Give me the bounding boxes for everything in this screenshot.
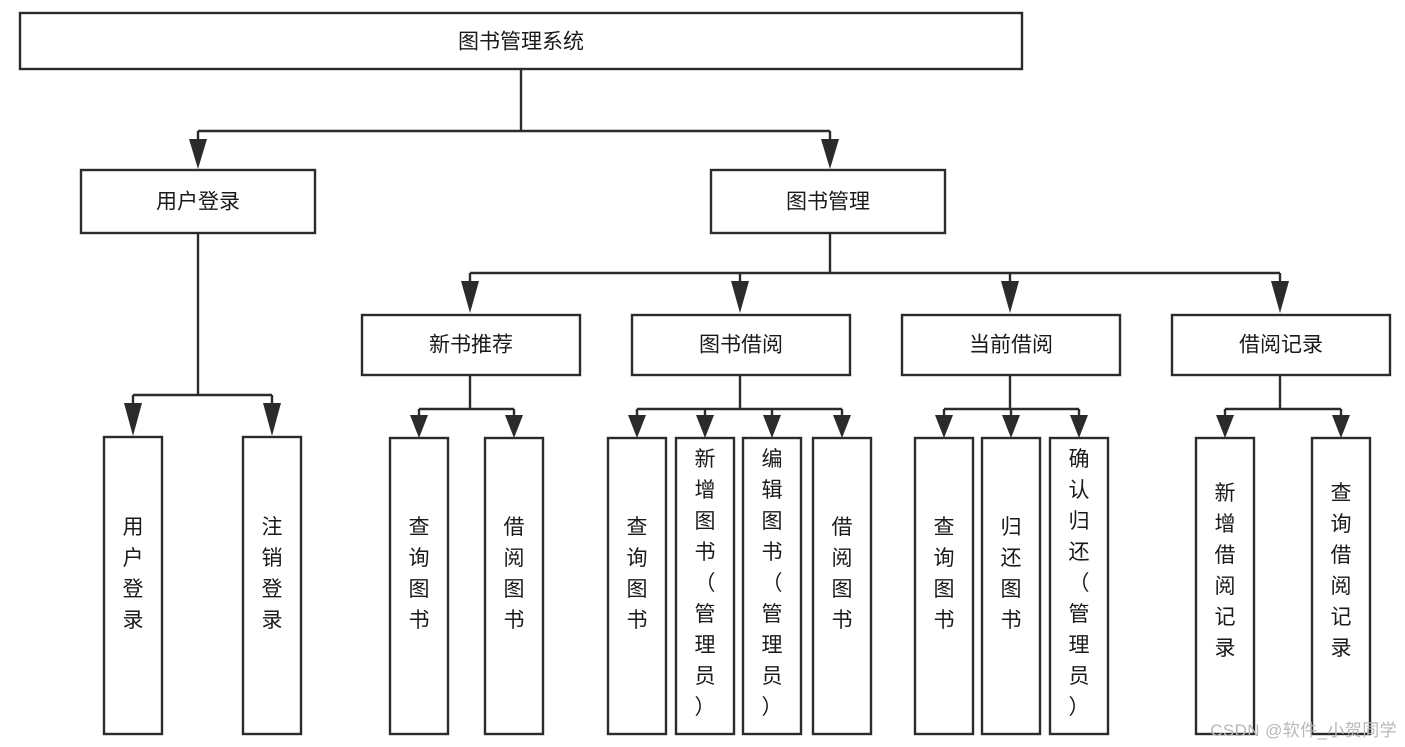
leaf-query-borrow-record[interactable]: 查询借阅记录 — [1310, 436, 1372, 736]
arrowhead-cu-leaf-3 — [1070, 415, 1088, 438]
node-borrow-records-box[interactable] — [1170, 313, 1392, 377]
leaf-logout-box[interactable] — [241, 435, 303, 736]
arrowhead-rc-leaf-1 — [1216, 415, 1234, 438]
node-new-book-recommend[interactable]: 新书推荐 — [360, 313, 582, 377]
csdn-watermark: CSDN @软件_小贺同学 — [1210, 721, 1397, 740]
arrowhead-cu-leaf-1 — [935, 415, 953, 438]
leaf-return-book-box[interactable] — [980, 436, 1042, 736]
node-book-borrow-label: 图书借阅 — [699, 334, 783, 357]
arrowhead-nb-leaf-1 — [410, 415, 428, 438]
arrowhead-leaf-logout — [263, 403, 281, 436]
leaf-query-borrow-record-box[interactable] — [1310, 436, 1372, 736]
leaf-borrow-book-br-label: 借阅图书 — [832, 516, 853, 632]
connector-layer — [124, 69, 1350, 438]
leaf-return-book[interactable]: 归还图书 — [980, 436, 1042, 736]
leaf-return-book-label: 归还图书 — [1001, 516, 1022, 632]
arrowhead-current — [1001, 281, 1019, 313]
leaf-query-book-cu-label: 查询图书 — [934, 516, 955, 632]
node-root[interactable]: 图书管理系统 — [18, 11, 1024, 71]
arrowhead-cu-leaf-2 — [1002, 415, 1020, 438]
leaf-edit-book-admin-label: 编辑图书（管理员） — [762, 448, 783, 719]
leaf-query-book-nb-box[interactable] — [388, 436, 450, 736]
leaf-confirm-return-admin-box[interactable] — [1048, 436, 1110, 736]
leaf-query-book-nb[interactable]: 查询图书 — [388, 436, 450, 736]
leaf-query-book-nb-label: 查询图书 — [409, 516, 430, 632]
arrowhead-nb-leaf-2 — [505, 415, 523, 438]
node-new-book-recommend-label: 新书推荐 — [429, 334, 513, 357]
leaf-add-book-admin[interactable]: 新增图书（管理员） — [674, 436, 736, 736]
leaf-query-book-cu[interactable]: 查询图书 — [913, 436, 975, 736]
node-user-login[interactable]: 用户登录 — [79, 168, 317, 235]
node-book-borrow[interactable]: 图书借阅 — [630, 313, 852, 377]
node-user-login-label: 用户登录 — [156, 191, 240, 214]
arrowhead-br-leaf-4 — [833, 415, 851, 438]
node-root-box[interactable] — [18, 11, 1024, 71]
leaf-query-book-br-label: 查询图书 — [627, 516, 648, 632]
node-book-management-box[interactable] — [709, 168, 947, 235]
leaf-query-book-br[interactable]: 查询图书 — [606, 436, 668, 736]
node-user-login-box[interactable] — [79, 168, 317, 235]
leaf-add-borrow-record-label: 新增借阅记录 — [1215, 482, 1236, 660]
leaf-logout[interactable]: 注销登录 — [241, 435, 303, 736]
node-current-borrow-box[interactable] — [900, 313, 1122, 377]
leaf-query-borrow-record-label: 查询借阅记录 — [1331, 482, 1352, 660]
node-book-management[interactable]: 图书管理 — [709, 168, 947, 235]
node-new-book-recommend-box[interactable] — [360, 313, 582, 377]
node-book-borrow-box[interactable] — [630, 313, 852, 377]
node-borrow-records-label: 借阅记录 — [1239, 334, 1323, 357]
arrowhead-br-leaf-2 — [696, 415, 714, 438]
leaf-query-book-br-box[interactable] — [606, 436, 668, 736]
node-borrow-records[interactable]: 借阅记录 — [1170, 313, 1392, 377]
leaf-borrow-book-nb-label: 借阅图书 — [504, 516, 525, 632]
arrowhead-borrow — [731, 281, 749, 313]
leaf-edit-book-admin-box[interactable] — [741, 436, 803, 736]
leaf-add-borrow-record[interactable]: 新增借阅记录 — [1194, 436, 1256, 736]
leaf-borrow-book-nb[interactable]: 借阅图书 — [483, 436, 545, 736]
leaf-query-book-cu-box[interactable] — [913, 436, 975, 736]
leaf-confirm-return-admin-label: 确认归还（管理员） — [1069, 448, 1090, 719]
leaf-borrow-book-br-box[interactable] — [811, 436, 873, 736]
leaf-user-login[interactable]: 用户登录 — [102, 435, 164, 736]
leaf-user-login-label: 用户登录 — [123, 516, 144, 632]
arrowhead-br-leaf-3 — [763, 415, 781, 438]
node-root-label: 图书管理系统 — [458, 31, 584, 54]
leaf-logout-label: 注销登录 — [262, 516, 283, 632]
arrowhead-records — [1271, 281, 1289, 313]
arrowhead-book-mgmt — [821, 139, 839, 169]
node-current-borrow-label: 当前借阅 — [969, 334, 1053, 357]
arrowhead-new-book — [461, 281, 479, 313]
leaf-add-book-admin-box[interactable] — [674, 436, 736, 736]
leaf-borrow-book-nb-box[interactable] — [483, 436, 545, 736]
node-book-management-label: 图书管理 — [786, 191, 870, 214]
arrowhead-rc-leaf-2 — [1332, 415, 1350, 438]
arrowhead-user-login — [189, 139, 207, 169]
node-current-borrow[interactable]: 当前借阅 — [900, 313, 1122, 377]
leaf-borrow-book-br[interactable]: 借阅图书 — [811, 436, 873, 736]
arrowhead-leaf-user-login — [124, 403, 142, 436]
leaf-user-login-box[interactable] — [102, 435, 164, 736]
arrowhead-br-leaf-1 — [628, 415, 646, 438]
leaf-edit-book-admin[interactable]: 编辑图书（管理员） — [741, 436, 803, 736]
leaf-add-borrow-record-box[interactable] — [1194, 436, 1256, 736]
leaf-add-book-admin-label: 新增图书（管理员） — [695, 448, 716, 719]
leaf-confirm-return-admin[interactable]: 确认归还（管理员） — [1048, 436, 1110, 736]
